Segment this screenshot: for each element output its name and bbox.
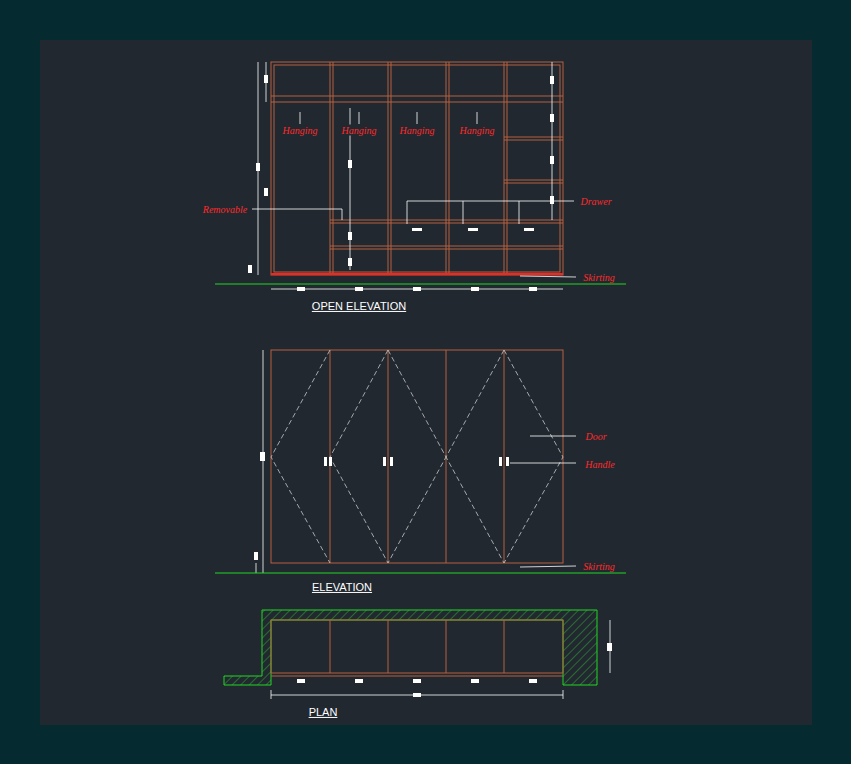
view-title: OPEN ELEVATION — [310, 300, 408, 312]
part-label: Skirting — [581, 272, 617, 283]
part-label: Skirting — [581, 561, 617, 572]
part-label: Hanging — [398, 125, 437, 136]
part-label: Door — [583, 431, 608, 442]
view-title: PLAN — [307, 706, 340, 718]
part-label: Hanging — [458, 125, 497, 136]
view-title: ELEVATION — [310, 581, 374, 593]
part-label: Drawer — [578, 196, 613, 207]
part-label: Hanging — [281, 125, 320, 136]
part-label: Removable — [201, 204, 249, 215]
part-label: Hanging — [340, 125, 379, 136]
part-label: Handle — [583, 459, 616, 470]
